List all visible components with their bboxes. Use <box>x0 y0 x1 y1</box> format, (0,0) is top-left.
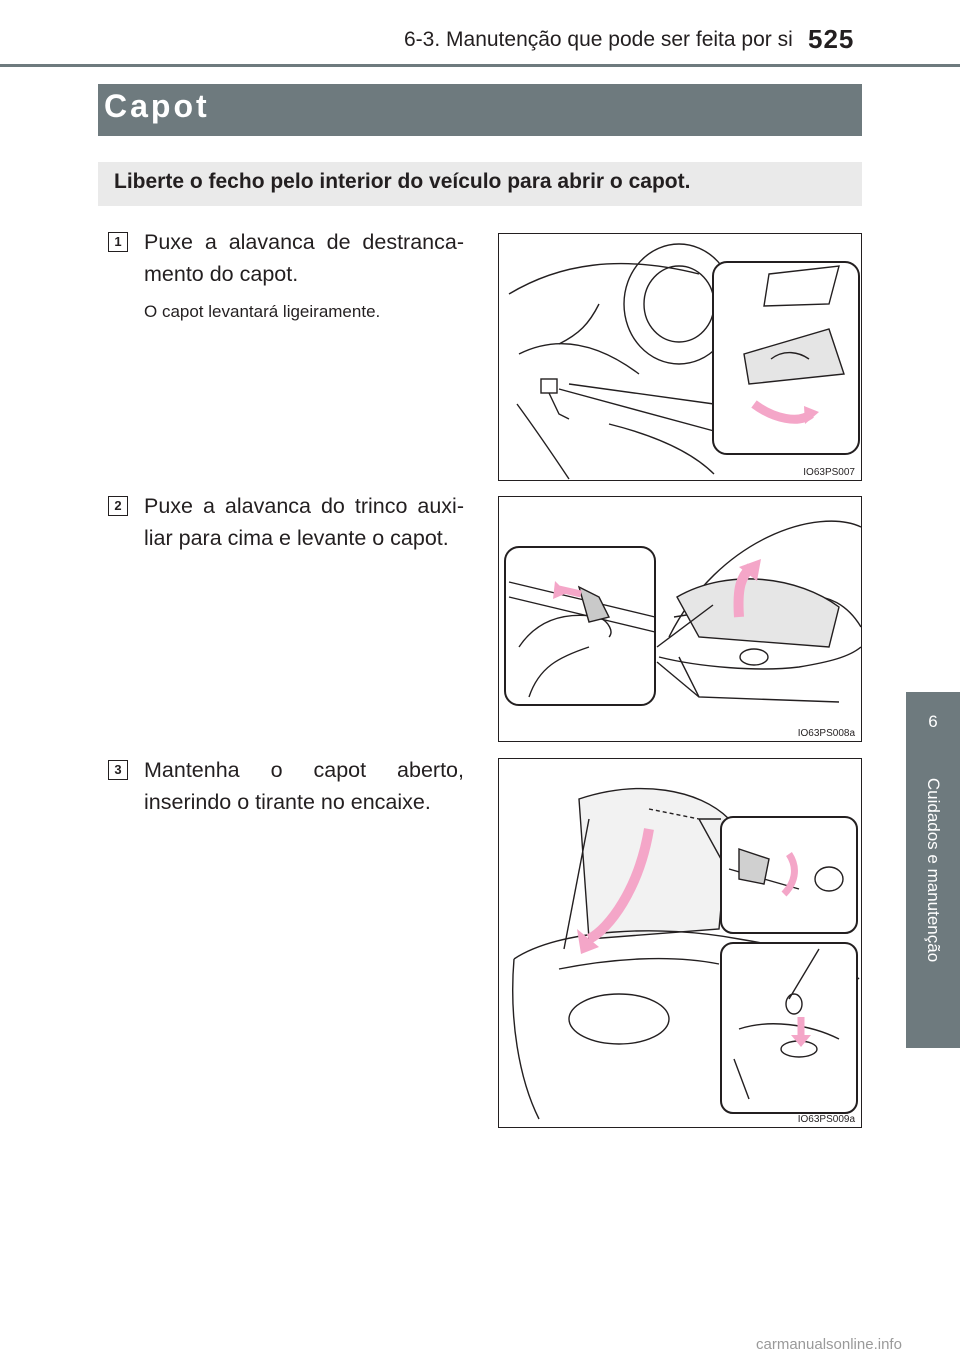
step-3-text: Mantenha o capot aberto, inserindo o tir… <box>144 758 464 814</box>
figure-code: IO63PS007 <box>801 467 857 478</box>
step-1-badge: 1 <box>108 232 128 252</box>
step-1-text: Puxe a alavanca de destranca-mento do ca… <box>144 230 464 286</box>
page-title: Capot <box>104 88 210 124</box>
hood-prop-rod-illustration <box>512 787 860 1120</box>
chapter-label: Cuidados e manutenção <box>924 777 943 963</box>
figure-auxiliary-latch: IO63PS008a <box>498 496 862 742</box>
step-1-note: O capot levantará ligeiramente. <box>144 302 381 321</box>
header-rule <box>0 64 960 67</box>
figure-hood-release-lever: IO63PS007 <box>498 233 862 481</box>
intro-text: Liberte o fecho pelo interior do veículo… <box>114 170 691 193</box>
figure-code: IO63PS008a <box>795 728 857 739</box>
figure-code: IO63PS009a <box>795 1114 857 1125</box>
chapter-number: 6 <box>928 712 938 731</box>
running-header: 6-3. Manutenção que pode ser feita por s… <box>404 28 793 51</box>
hood-release-illustration <box>508 243 860 480</box>
step-2-badge: 2 <box>108 496 128 516</box>
step-3-badge: 3 <box>108 760 128 780</box>
step-2-text: Puxe a alavanca do trinco auxi-liar para… <box>144 494 464 550</box>
title-bar <box>98 84 862 136</box>
chapter-tab <box>906 692 960 1048</box>
watermark: carmanualsonline.info <box>756 1336 902 1353</box>
page-number: 525 <box>808 24 855 54</box>
intro-box <box>98 162 862 206</box>
auxiliary-latch-illustration <box>504 520 861 706</box>
figure-hood-prop-rod: IO63PS009a <box>498 758 862 1128</box>
